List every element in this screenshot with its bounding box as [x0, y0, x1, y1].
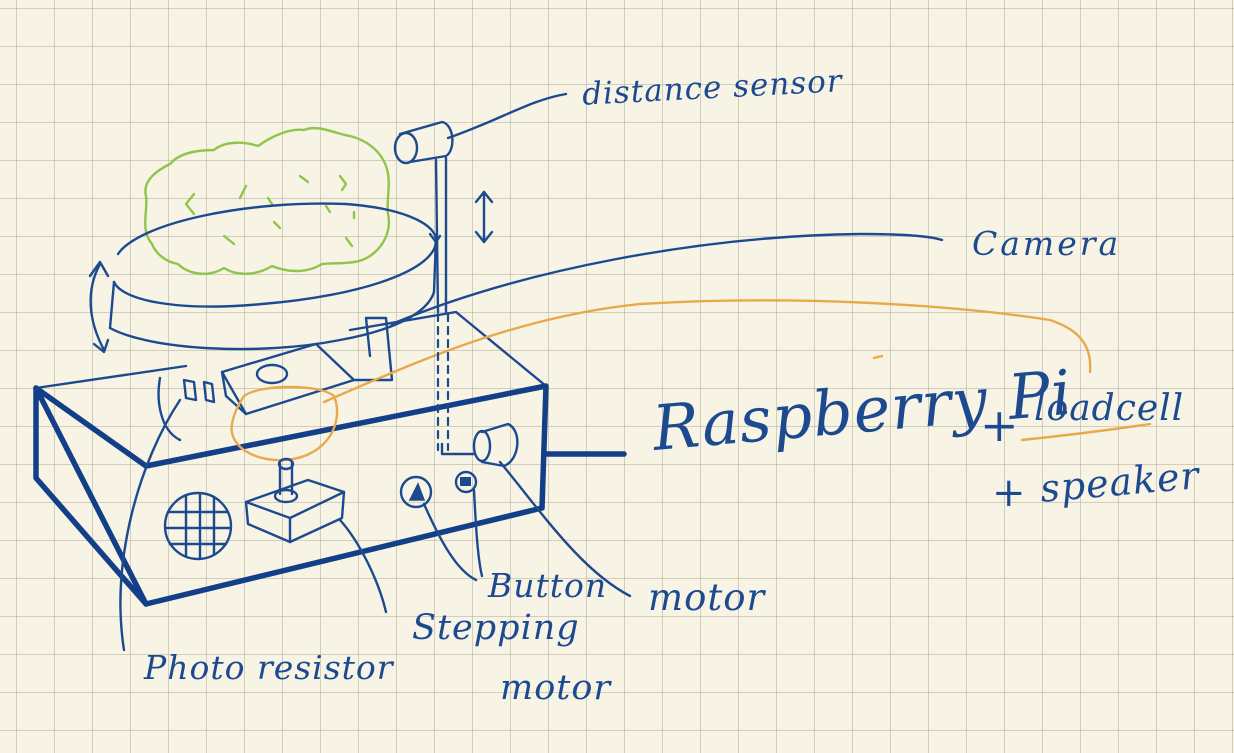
label-camera: Camera [972, 224, 1122, 263]
loadcell-underline [1020, 422, 1152, 442]
label-loadcell: loadcell [1034, 388, 1185, 429]
label-stepping-motor: motor [500, 668, 612, 708]
leader-button [422, 502, 478, 582]
distance-sensor [393, 120, 454, 314]
orange-tick [872, 354, 884, 360]
up-down-arrow [474, 190, 494, 244]
stepping-motor [244, 457, 346, 544]
loadcell-connector [322, 299, 1092, 404]
photo-resistor [157, 376, 216, 442]
label-stepping: Stepping [412, 608, 580, 648]
rotation-arrow [88, 260, 110, 354]
push-button [399, 470, 478, 509]
label-motor: motor [648, 576, 766, 619]
leader-button [472, 488, 484, 578]
plant-texture [184, 174, 356, 248]
speaker-grille [163, 491, 233, 561]
motor [440, 422, 519, 468]
leader-motor [498, 460, 632, 598]
leader-distance-sensor [446, 92, 568, 140]
label-button: Button [488, 566, 608, 605]
leader-stepping-motor [338, 518, 388, 614]
leader-photo-resistor [119, 398, 182, 652]
plant-outline [144, 126, 391, 275]
label-plus-speaker: + [992, 470, 1027, 516]
label-photo-resistor: Photo resistor [144, 648, 394, 687]
label-plus-loadcell: + [980, 398, 1020, 452]
loadcell-highlight [230, 385, 339, 462]
leader-camera [390, 232, 944, 326]
camera-module [220, 316, 394, 416]
base-box [33, 310, 627, 607]
turntable [108, 202, 442, 351]
